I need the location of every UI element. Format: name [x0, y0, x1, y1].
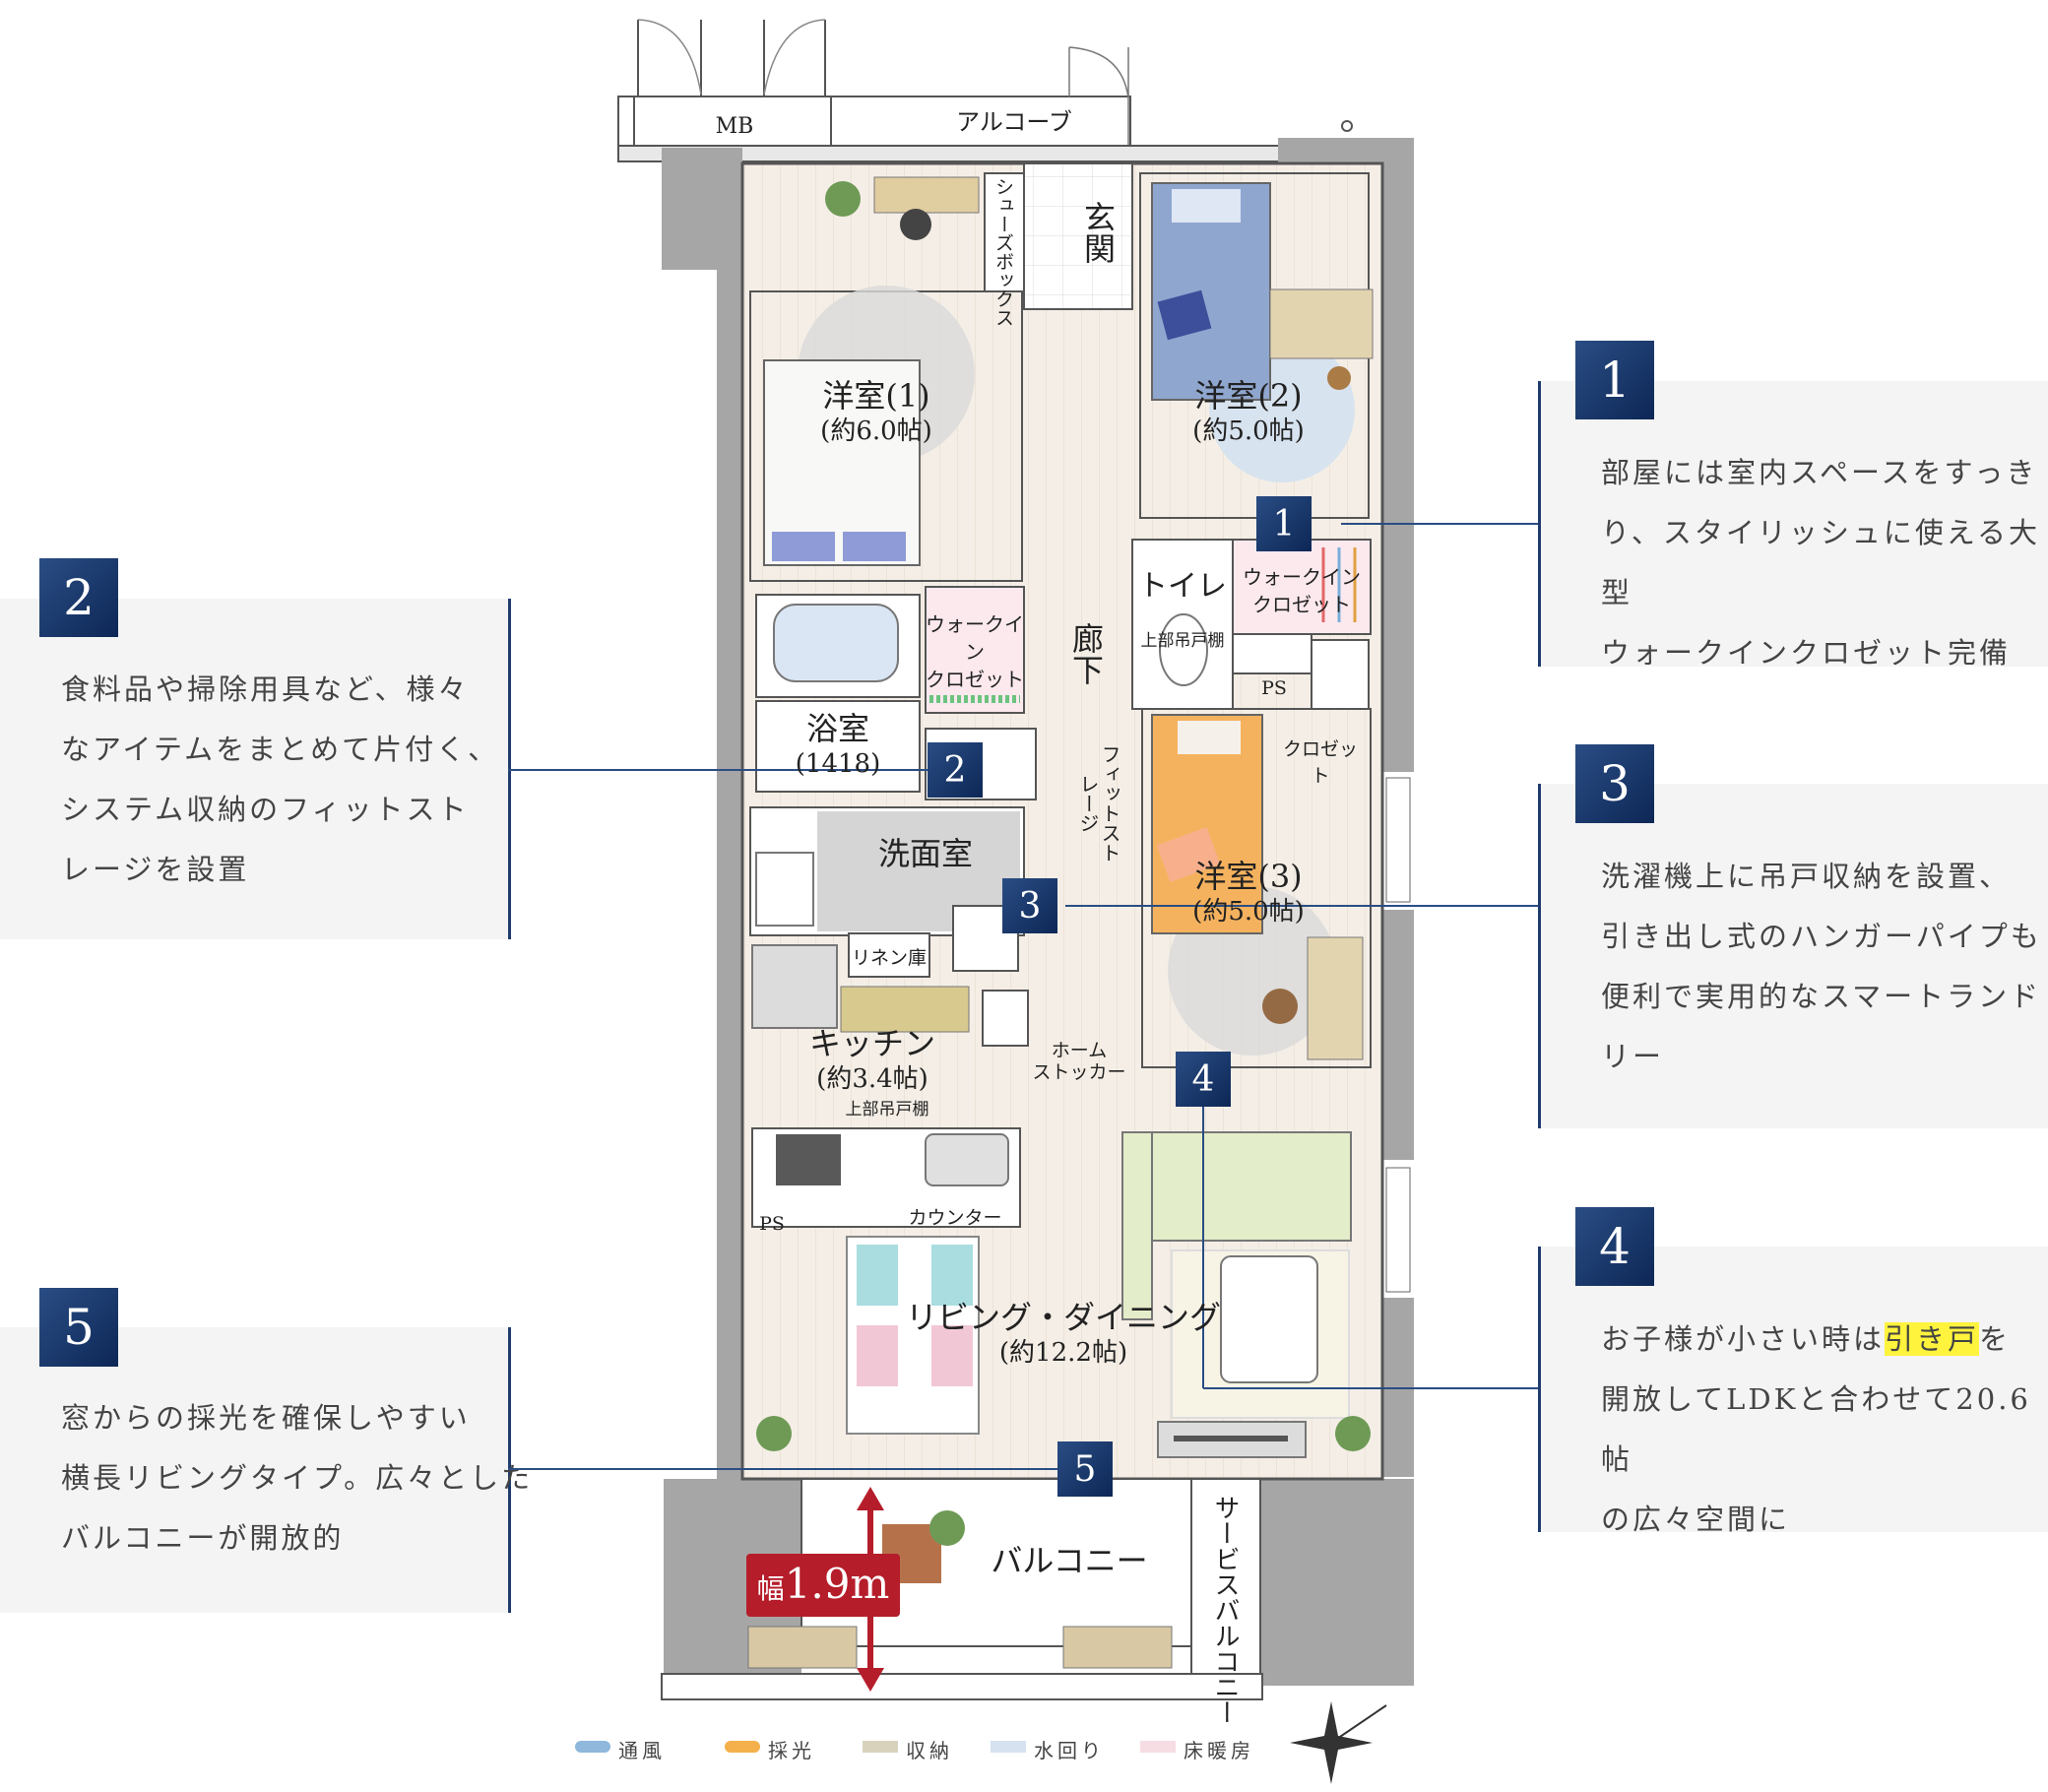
callout-badge-4: 4 — [1575, 1207, 1654, 1286]
callout-panel-4 — [1542, 1247, 2048, 1532]
corridor-label: 廊下 — [1067, 622, 1105, 685]
callout-bar-4 — [1538, 1247, 1541, 1532]
highlight-sliding-door: 引き戸 — [1885, 1322, 1980, 1356]
callout-text-2: 食料品や掃除用具など、様々なアイテムをまとめて片付く、システム収納のフィットスト… — [61, 672, 500, 886]
room3-label: 洋室(3)(約5.0帖) — [1192, 858, 1305, 927]
plan-marker-4: 4 — [1176, 1052, 1231, 1107]
washroom-label: 洗面室 — [877, 835, 973, 872]
legend-swatch-light — [725, 1741, 760, 1753]
legend-ventilation: 通風 — [618, 1739, 666, 1762]
callout-panel-2 — [0, 599, 508, 939]
balcony-width-label: 幅1.9m — [756, 1560, 890, 1608]
mb-label: MB — [715, 114, 754, 139]
room2-label: 洋室(2)(約5.0帖) — [1192, 377, 1305, 446]
toilet-label: トイレ — [1138, 569, 1227, 604]
closet-label: クロゼット — [1282, 738, 1358, 787]
service-balcony-label: サービスバルコニー — [1210, 1495, 1240, 1725]
bath-label: 浴室(1418) — [795, 710, 881, 779]
callout-badge-3: 3 — [1575, 744, 1654, 823]
callout-bar-3 — [1538, 784, 1541, 1128]
ps-label: PS — [1261, 677, 1287, 699]
shoebox-label: シューズボックス — [992, 177, 1014, 327]
legend-swatch-ventilation — [575, 1741, 610, 1753]
alcove-label: アルコーブ — [956, 108, 1072, 136]
fit-storage-label: フィットストレージ — [1076, 744, 1121, 863]
counter-label: カウンター — [908, 1207, 1002, 1229]
legend-swatch-floor-heating — [1140, 1741, 1176, 1753]
callout-bar-1 — [1538, 381, 1541, 667]
plan-marker-2: 2 — [928, 742, 983, 798]
kitchen-shelf-label: 上部吊戸棚 — [845, 1100, 929, 1120]
kitchen-label: キッチン(約3.4帖) — [808, 1025, 935, 1094]
callout-badge-2: 2 — [39, 558, 118, 637]
plan-marker-3: 3 — [1002, 878, 1057, 933]
legend-floor-heating: 床暖房 — [1184, 1739, 1254, 1762]
callout-text-1: 部屋には室内スペースをすっきり、スタイリッシュに使える大型ウォークインクロゼット… — [1601, 456, 2040, 670]
entrance-label: 玄関 — [1079, 201, 1117, 264]
legend-swatch-storage — [863, 1741, 898, 1753]
linen-label: リネン庫 — [851, 947, 927, 969]
legend-light: 採光 — [768, 1739, 815, 1762]
toilet-shelf-label: 上部吊戸棚 — [1140, 631, 1225, 651]
callout-text-3: 洗濯機上に吊戸収納を設置、引き出し式のハンガーパイプも便利で実用的なスマートラン… — [1601, 860, 2042, 1073]
callout-badge-5: 5 — [39, 1288, 118, 1367]
plan-marker-5: 5 — [1057, 1441, 1113, 1497]
wic1-label: ウォークインクロゼット — [1243, 565, 1361, 616]
callout-text-5: 窓からの採光を確保しやすい横長リビングタイプ。広々としたバルコニーが開放的 — [61, 1401, 534, 1555]
room1-label: 洋室(1)(約6.0帖) — [820, 377, 932, 446]
home-stocker-label: ホームストッカー — [1032, 1040, 1126, 1083]
living-dining-label: リビング・ダイニング(約12.2帖) — [906, 1299, 1222, 1368]
callout-text-4: お子様が小さい時は引き戸を 開放してLDKと合わせて20.6帖の広々空間に — [1601, 1322, 2031, 1536]
ps2-label: PS — [759, 1213, 785, 1235]
callout-panel-1 — [1542, 381, 2048, 667]
callout-panel-5 — [0, 1327, 508, 1613]
legend-water: 水回り — [1034, 1739, 1105, 1762]
balcony-label: バルコニー — [991, 1542, 1148, 1579]
callout-panel-3 — [1542, 784, 2048, 1128]
wic2-label: ウォークインクロゼット — [926, 612, 1024, 691]
plan-marker-1: 1 — [1256, 496, 1312, 551]
legend-storage: 収納 — [906, 1739, 953, 1762]
callout-badge-1: 1 — [1575, 341, 1654, 419]
legend-swatch-water — [991, 1741, 1026, 1753]
